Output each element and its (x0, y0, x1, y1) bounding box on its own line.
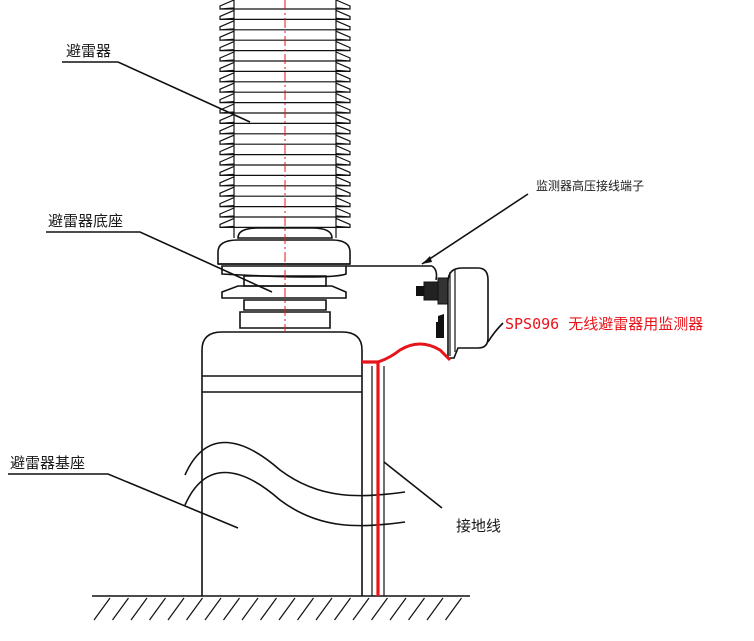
label-arrester: 避雷器 (66, 42, 111, 60)
hatch-line (408, 597, 425, 621)
insulator-shed (219, 145, 351, 156)
hatch-line (445, 597, 462, 621)
hatch-line (186, 597, 203, 621)
arrester-foundation-shape (184, 331, 406, 596)
arrester-insulator-sheds (219, 0, 351, 229)
leader-lines (8, 61, 529, 529)
insulator-shed (219, 61, 351, 73)
hatch-line (204, 597, 222, 621)
hatch-line (297, 597, 314, 621)
insulator-shed (219, 20, 351, 31)
label-ground-wire: 接地线 (456, 517, 501, 535)
insulator-shed (219, 93, 351, 104)
hatch-line (130, 597, 148, 621)
hatch-line (389, 597, 407, 621)
label-hv-terminal: 监测器高压接线端子 (536, 178, 644, 193)
hatch-line (352, 597, 370, 621)
label-monitor: SPS096 无线避雷器用监测器 (505, 315, 703, 333)
hatch-line (371, 597, 388, 621)
label-arrester-base-seat: 避雷器底座 (48, 212, 123, 230)
ground-hatching (93, 597, 462, 621)
ground-wire (362, 342, 452, 596)
hatch-line (167, 597, 185, 621)
hatch-line (260, 597, 277, 621)
hatch-line (112, 597, 129, 621)
hatch-line (149, 597, 166, 621)
hatch-line (334, 597, 351, 621)
hatch-line (223, 597, 240, 621)
monitor-device (416, 267, 489, 359)
hatch-line (241, 597, 259, 621)
hatch-line (93, 597, 111, 621)
hatch-line (426, 597, 444, 621)
insulator-shed (219, 113, 351, 125)
label-arrester-foundation: 避雷器基座 (10, 454, 85, 472)
arrester-base-seat-shape (217, 227, 351, 329)
hatch-line (278, 597, 296, 621)
insulator-shed (219, 186, 351, 197)
hv-lead (346, 265, 438, 281)
hatch-line (315, 597, 333, 621)
